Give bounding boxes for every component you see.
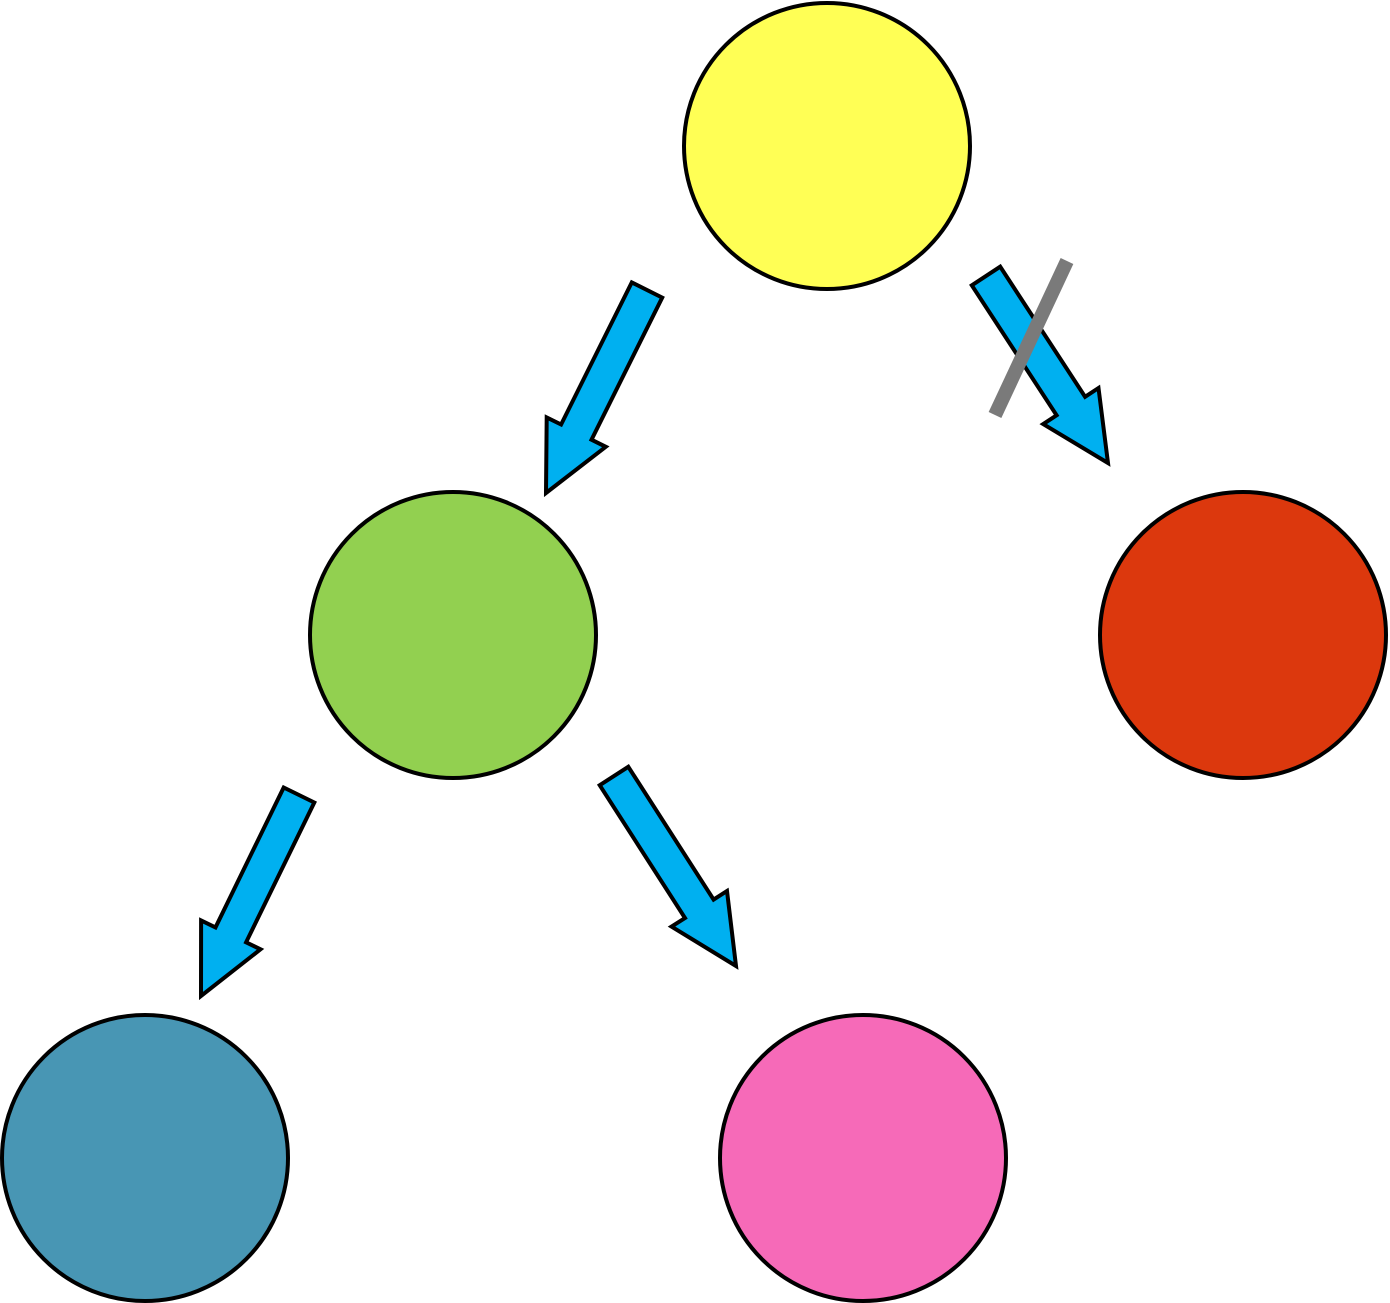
node-left-child [308, 490, 598, 780]
arrow-root-to-right-child [969, 263, 1111, 467]
node-left-left [0, 1013, 290, 1303]
edges-layer [198, 258, 1111, 1001]
arrow-root-to-left-child [543, 279, 665, 498]
node-left-right [718, 1013, 1008, 1303]
blocked-edge-slash [988, 258, 1074, 418]
arrow-left-child-to-left-right [596, 764, 739, 970]
node-root [682, 1, 972, 291]
arrow-left-child-to-left-left [198, 784, 317, 1001]
node-right-child [1098, 490, 1388, 780]
